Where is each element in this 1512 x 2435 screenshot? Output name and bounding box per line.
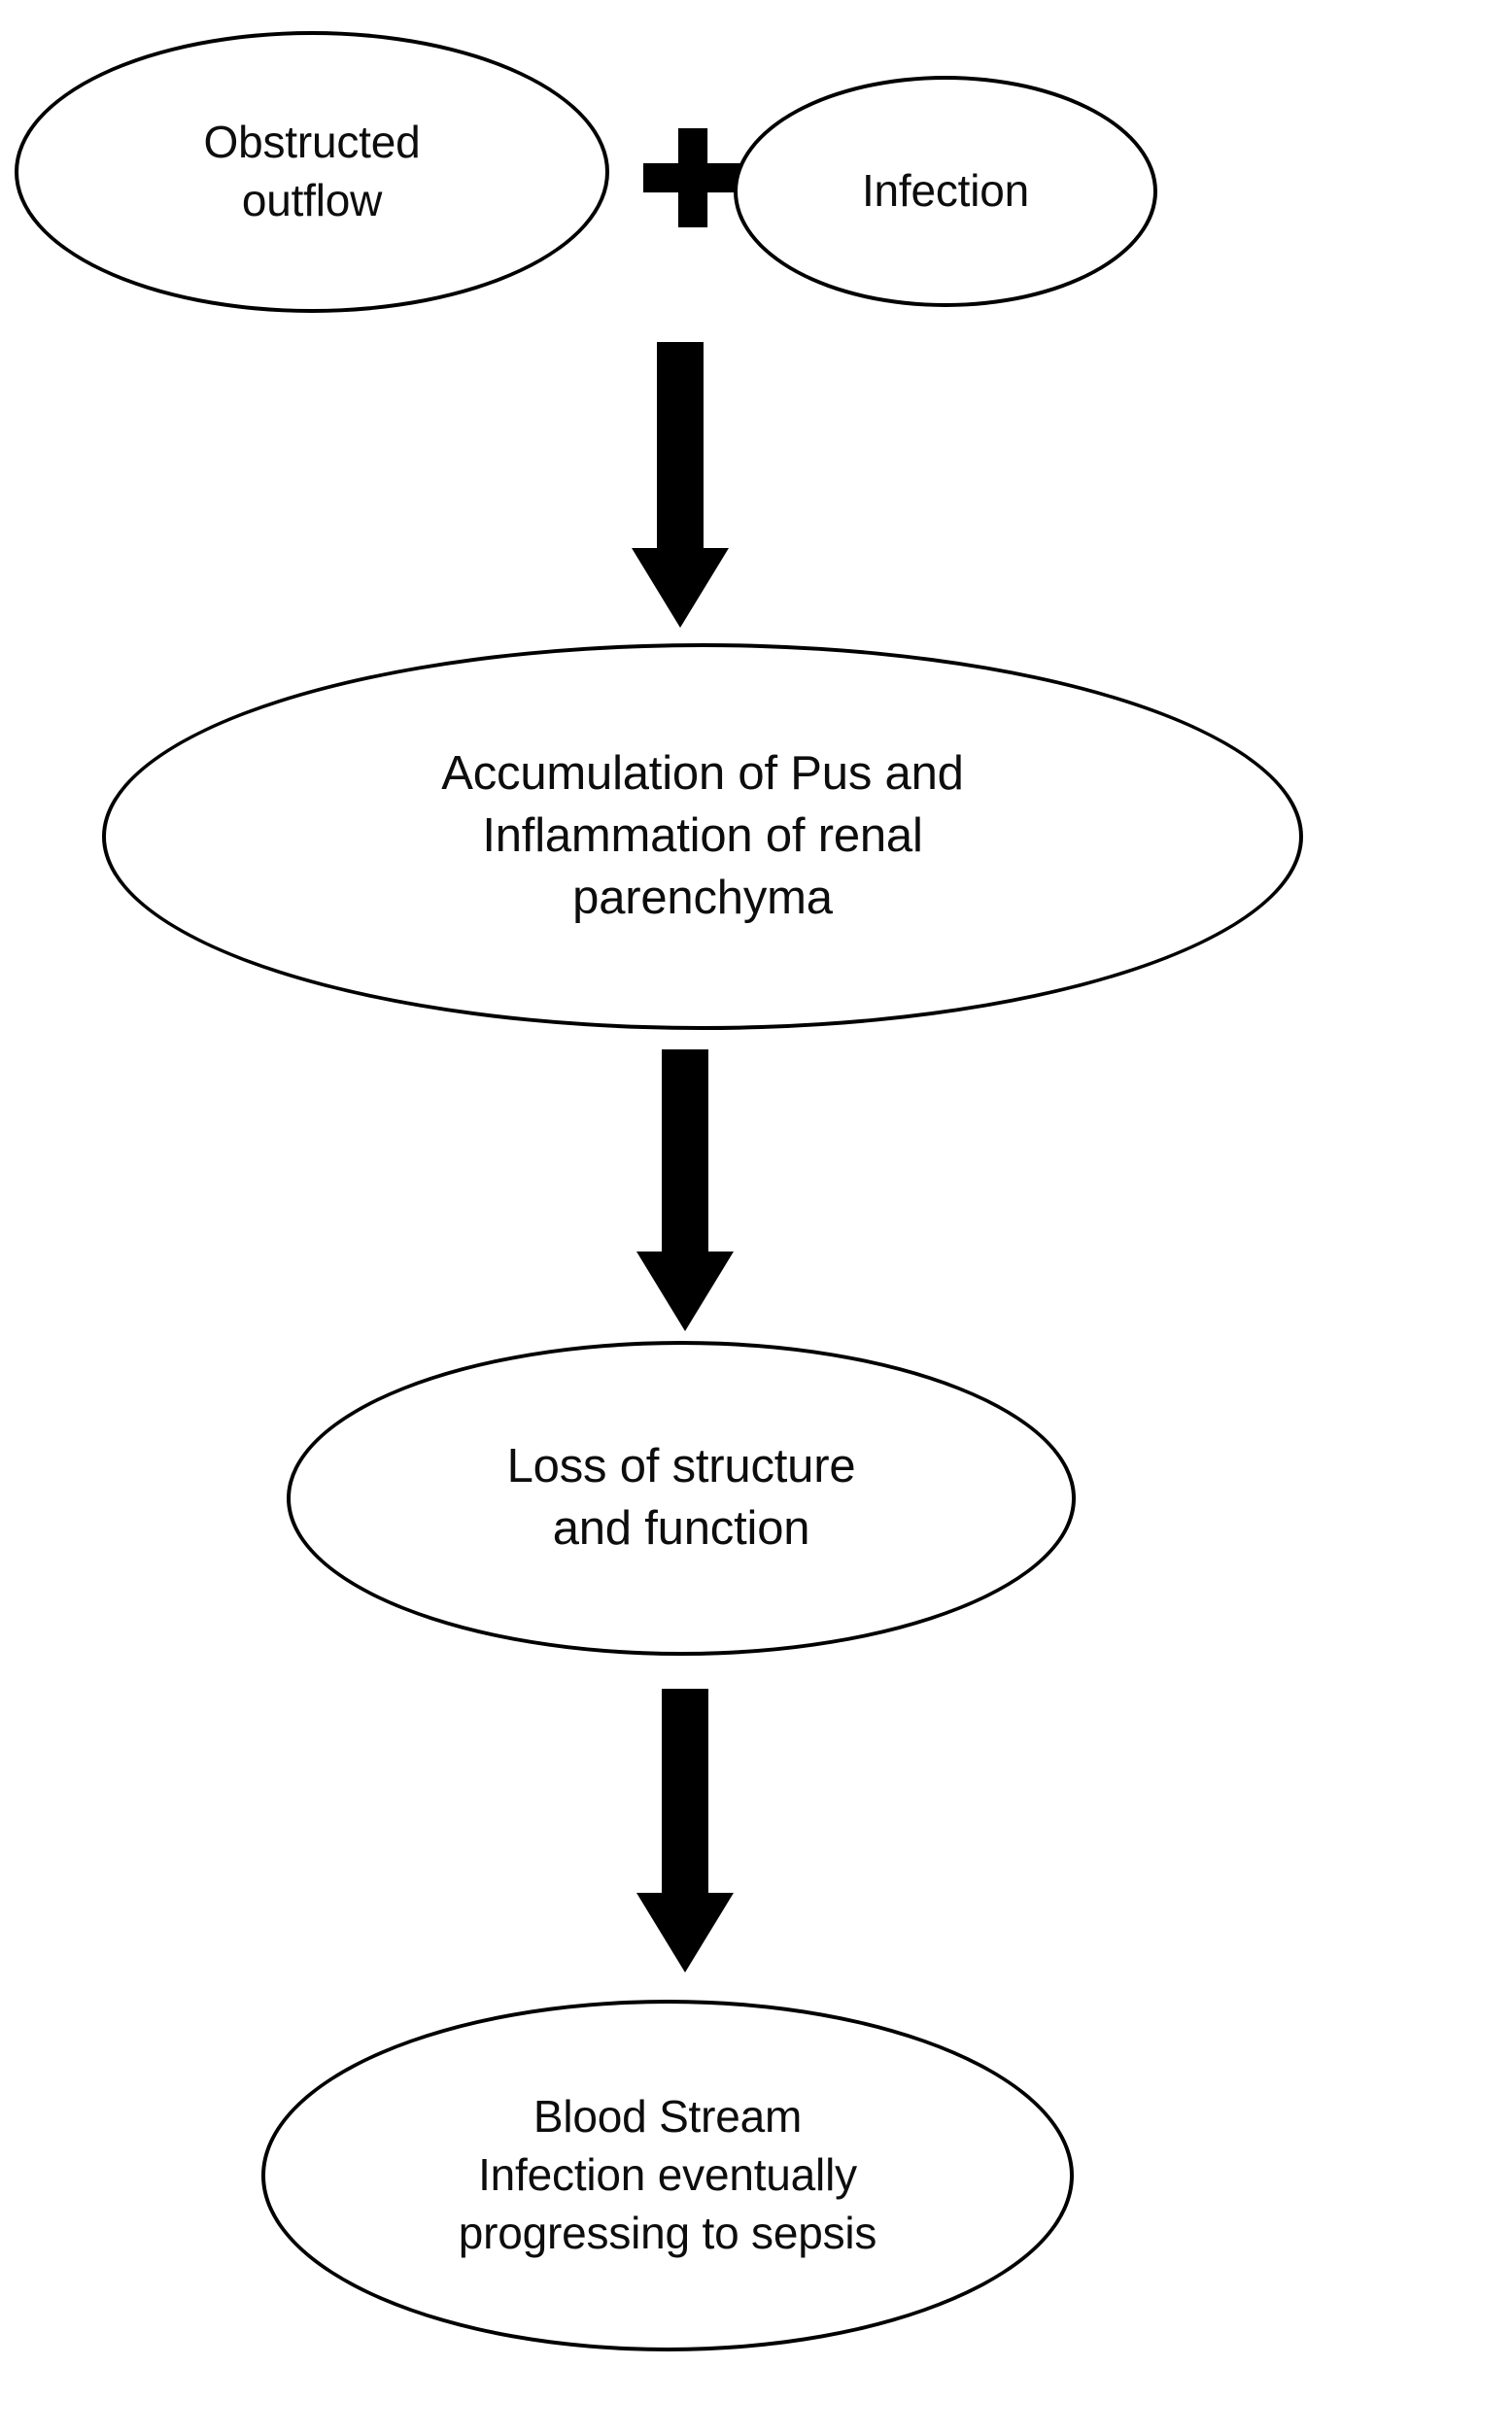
ellipse-node-infection: Infection (734, 76, 1157, 307)
down-arrow-icon (636, 1689, 734, 1972)
down-arrow-icon (632, 342, 729, 628)
node-label-blood-stream-infection: Blood Stream Infection eventually progre… (458, 2091, 877, 2258)
ellipse-node-obstructed-outflow: Obstructed outflow (15, 31, 609, 313)
node-label-accumulation-of-pus: Accumulation of Pus and Inflammation of … (441, 747, 964, 924)
plus-operator-icon (643, 128, 742, 227)
down-arrow-icon (636, 1049, 734, 1331)
node-label-loss-of-structure: Loss of structure and function (506, 1440, 856, 1555)
ellipse-node-loss-of-structure: Loss of structure and function (287, 1341, 1076, 1656)
ellipse-node-accumulation-of-pus: Accumulation of Pus and Inflammation of … (102, 643, 1303, 1030)
ellipse-node-blood-stream-infection: Blood Stream Infection eventually progre… (261, 2000, 1074, 2351)
node-label-infection: Infection (861, 165, 1030, 217)
node-label-obstructed-outflow: Obstructed outflow (203, 117, 421, 225)
